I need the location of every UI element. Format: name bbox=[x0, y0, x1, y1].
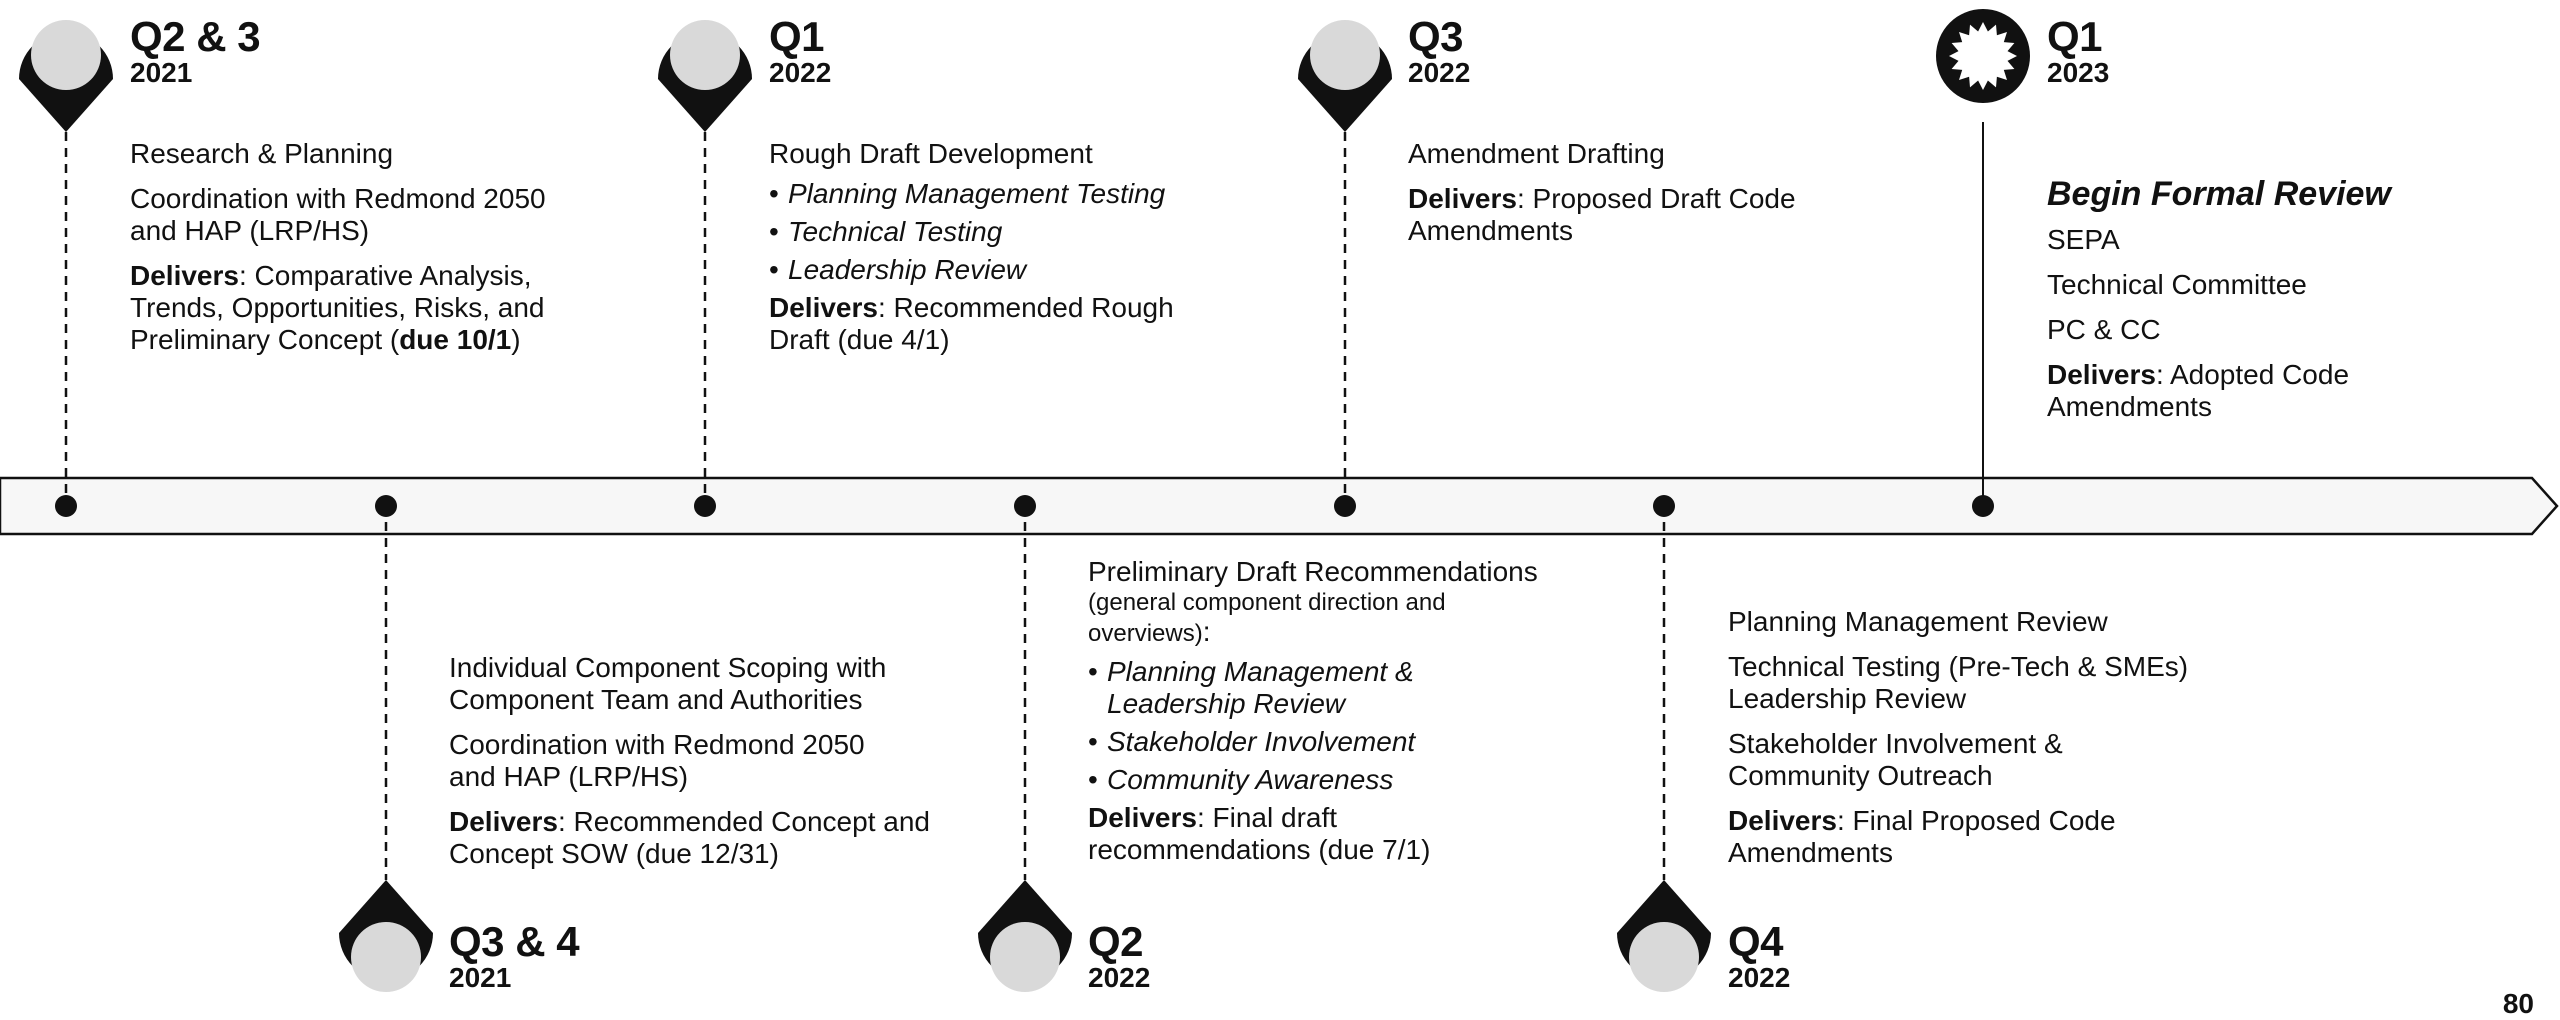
map-pin-icon bbox=[339, 880, 433, 992]
activity-text: Technical Testing (Pre-Tech & SMEs) Lead… bbox=[1728, 651, 2189, 714]
delivers-label: Delivers bbox=[1088, 802, 1197, 833]
quarter-label: Q1 bbox=[2047, 13, 2103, 60]
map-pin-icon bbox=[1617, 880, 1711, 992]
milestone-header-m7: Q1 2023 bbox=[2047, 16, 2109, 88]
delivers-text: Delivers: Recommended Concept and Concep… bbox=[449, 806, 930, 869]
year-label: 2022 bbox=[1728, 962, 1791, 993]
timeline-dot-m6 bbox=[1653, 495, 1675, 517]
milestone-body-m4: Preliminary Draft Recommendations (gener… bbox=[1088, 556, 1598, 879]
due-date: due 10/1 bbox=[399, 324, 512, 355]
milestone-body-m3: Rough Draft Development Planning Managem… bbox=[769, 138, 1239, 369]
activity-text: Technical Committee bbox=[2047, 269, 2307, 300]
quarter-label: Q2 & 3 bbox=[130, 13, 261, 60]
year-label: 2021 bbox=[449, 962, 512, 993]
timeline-arrow-bar bbox=[0, 476, 2559, 536]
year-label: 2022 bbox=[1408, 57, 1471, 88]
bullet-item: Stakeholder Involvement bbox=[1088, 726, 1488, 758]
milestone-header-m6: Q4 2022 bbox=[1728, 921, 1790, 993]
activity-text: SEPA bbox=[2047, 224, 2120, 255]
quarter-label: Q2 bbox=[1088, 918, 1144, 965]
bullet-item: Planning Management Testing bbox=[769, 178, 1239, 210]
quarter-label: Q3 bbox=[1408, 13, 1464, 60]
year-label: 2022 bbox=[1088, 962, 1151, 993]
activity-text: Rough Draft Development bbox=[769, 138, 1093, 169]
activity-text: Stakeholder Involvement & Community Outr… bbox=[1728, 728, 2063, 791]
bullet-item: Planning Management & Leadership Review bbox=[1088, 656, 1488, 720]
timeline-dot-m7 bbox=[1972, 495, 1994, 517]
timeline-dot-m5 bbox=[1334, 495, 1356, 517]
milestone-header-m3: Q1 2022 bbox=[769, 16, 831, 88]
bullet-item: Community Awareness bbox=[1088, 764, 1488, 796]
year-label: 2023 bbox=[2047, 57, 2110, 88]
note-text: (general component direction and overvie… bbox=[1088, 589, 1446, 647]
delivers-text: Delivers: Final Proposed Code Amendments bbox=[1728, 805, 2116, 868]
delivers-text: Delivers: Comparative Analysis, Trends, … bbox=[130, 260, 545, 355]
slide-number: 80 bbox=[2502, 988, 2534, 1019]
delivers-label: Delivers bbox=[1408, 183, 1517, 214]
quarter-label: Q4 bbox=[1728, 918, 1784, 965]
year-label: 2022 bbox=[769, 57, 832, 88]
milestone-body-m5: Amendment Drafting Delivers: Proposed Dr… bbox=[1408, 138, 1838, 260]
quarter-label: Q1 bbox=[769, 13, 825, 60]
bullet-item: Technical Testing bbox=[769, 216, 1239, 248]
activity-text: PC & CC bbox=[2047, 314, 2161, 345]
activity-text: Amendment Drafting bbox=[1408, 138, 1665, 169]
milestone-body-m7: Begin Formal Review SEPA Technical Commi… bbox=[2047, 174, 2467, 436]
activity-text: Coordination with Redmond 2050 and HAP (… bbox=[449, 729, 865, 792]
delivers-label: Delivers bbox=[449, 806, 558, 837]
delivers-label: Delivers bbox=[2047, 359, 2156, 390]
delivers-text: Delivers: Adopted Code Amendments bbox=[2047, 359, 2350, 422]
map-pin-icon bbox=[978, 880, 1072, 992]
activity-text: Coordination with Redmond 2050 and HAP (… bbox=[130, 183, 546, 246]
activity-text: Individual Component Scoping with Compon… bbox=[449, 652, 887, 715]
activity-text: Planning Management Review bbox=[1728, 606, 2108, 637]
delivers-label: Delivers bbox=[1728, 805, 1837, 836]
timeline-dot-m3 bbox=[694, 495, 716, 517]
timeline-dot-m4 bbox=[1014, 495, 1036, 517]
delivers-text: Delivers: Proposed Draft Code Amendments bbox=[1408, 183, 1796, 246]
delivers-text: Delivers: Recommended Rough Draft (due 4… bbox=[769, 292, 1174, 355]
delivers-label: Delivers bbox=[769, 292, 878, 323]
map-pin-icon bbox=[657, 20, 752, 132]
timeline-dot-m1 bbox=[55, 495, 77, 517]
delivers-text: Delivers: Final draft recommendations (d… bbox=[1088, 802, 1431, 865]
bullet-list: Planning Management & Leadership Review … bbox=[1088, 656, 1488, 796]
quarter-label: Q3 & 4 bbox=[449, 918, 580, 965]
activity-text: Research & Planning bbox=[130, 138, 394, 169]
map-pin-icon bbox=[18, 20, 113, 132]
year-label: 2021 bbox=[130, 57, 193, 88]
bullet-item: Leadership Review bbox=[769, 254, 1239, 286]
map-pin-icon bbox=[1298, 20, 1392, 132]
milestone-header-m4: Q2 2022 bbox=[1088, 921, 1150, 993]
activity-text: Preliminary Draft Recommendations bbox=[1088, 556, 1538, 587]
milestone-title: Begin Formal Review bbox=[2047, 175, 2391, 213]
milestone-header-m1: Q2 & 3 2021 bbox=[130, 13, 261, 88]
milestone-body-m1: Research & Planning Coordination with Re… bbox=[130, 138, 600, 369]
milestone-header-m5: Q3 2022 bbox=[1408, 16, 1470, 88]
milestone-body-m6: Planning Management Review Technical Tes… bbox=[1728, 606, 2258, 882]
delivers-label: Delivers bbox=[130, 260, 239, 291]
milestone-header-m2: Q3 & 4 2021 bbox=[449, 918, 580, 993]
milestone-body-m2: Individual Component Scoping with Compon… bbox=[449, 652, 989, 883]
starburst-badge-icon bbox=[1936, 9, 2030, 103]
timeline-dot-m2 bbox=[375, 495, 397, 517]
bullet-list: Planning Management Testing Technical Te… bbox=[769, 178, 1239, 286]
